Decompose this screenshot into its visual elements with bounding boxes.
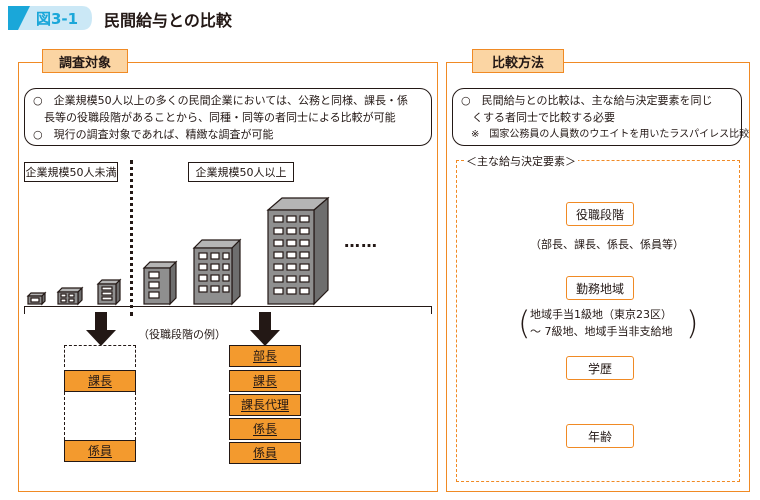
factor-education: 学歴 [566, 356, 634, 380]
figure-label: 図3-1 [36, 10, 79, 28]
figure-title: 民間給与との比較 [104, 11, 232, 30]
large-company-label: 企業規模50人以上 [188, 162, 294, 182]
factor-area-detail-1: 地域手当1級地（東京23区） [530, 308, 672, 321]
small-building-2 [56, 286, 84, 306]
area-bracket-right: ) [686, 304, 699, 342]
down-arrow-right-icon [250, 312, 280, 346]
large-rank-kakaricho: 係長 [229, 418, 301, 440]
small-company-label: 企業規模50人未満 [24, 162, 118, 182]
factor-area: 勤務地域 [566, 276, 634, 300]
small-rank-kakari: 係員 [64, 440, 136, 462]
small-rank-kacho: 課長 [64, 370, 136, 392]
large-rank-kacho: 課長 [229, 370, 301, 392]
empty-rank-slot-top [64, 345, 136, 367]
method-description-box: ○ 民間給与との比較は、主な給与決定要素を同じ くする者同士で比較する必要 ※ … [452, 88, 750, 146]
survey-description-box: ○ 企業規模50人以上の多くの民間企業においては、公務と同様、課長・係 長等の役… [24, 88, 432, 146]
factor-age: 年齢 [566, 424, 634, 448]
factors-title: ＜主な給与決定要素＞ [464, 153, 578, 169]
empty-rank-slot-middle [64, 392, 136, 440]
method-line-2: くする者同士で比較する必要 [461, 111, 615, 124]
small-building-1 [26, 291, 47, 306]
company-buildings-illustration [26, 196, 330, 306]
more-companies-dots: …… [344, 232, 378, 251]
area-bracket-left: ( [518, 304, 531, 342]
medium-building-2 [192, 238, 242, 306]
ground-line [24, 306, 432, 314]
small-building-3 [96, 278, 122, 306]
large-rank-kakari: 係員 [229, 442, 301, 464]
down-arrow-left-icon [86, 312, 116, 346]
large-rank-bucho: 部長 [229, 345, 301, 367]
survey-bullet-1: ○ 企業規模50人以上の多くの民間企業においては、公務と同様、課長・係 [33, 94, 409, 107]
method-line-1: ○ 民間給与との比較は、主な給与決定要素を同じ [461, 94, 713, 107]
factor-rank: 役職段階 [566, 202, 634, 226]
method-note: ※ 国家公務員の人員数のウエイトを用いたラスパイレス比較 [461, 129, 750, 140]
dotted-divider [130, 160, 133, 316]
rank-example-label: （役職段階の例） [138, 328, 226, 341]
figure-tab-shape [8, 6, 92, 30]
factors-area [456, 160, 740, 482]
factor-area-detail-2: ～ 7級地、地域手当非支給地 [530, 325, 673, 338]
survey-bullet-1-cont: 長等の役職段階があることから、同種・同等の者同士による比較が可能 [33, 111, 396, 124]
survey-tag: 調査対象 [42, 49, 128, 73]
survey-bullet-2: ○ 現行の調査対象であれば、精緻な調査が可能 [33, 128, 274, 141]
method-tag: 比較方法 [472, 49, 564, 73]
large-rank-kacho-dairi: 課長代理 [229, 394, 301, 416]
tall-building [266, 196, 330, 306]
medium-building-1 [142, 260, 178, 306]
factor-rank-detail: （部長、課長、係長、係員等） [530, 238, 684, 251]
